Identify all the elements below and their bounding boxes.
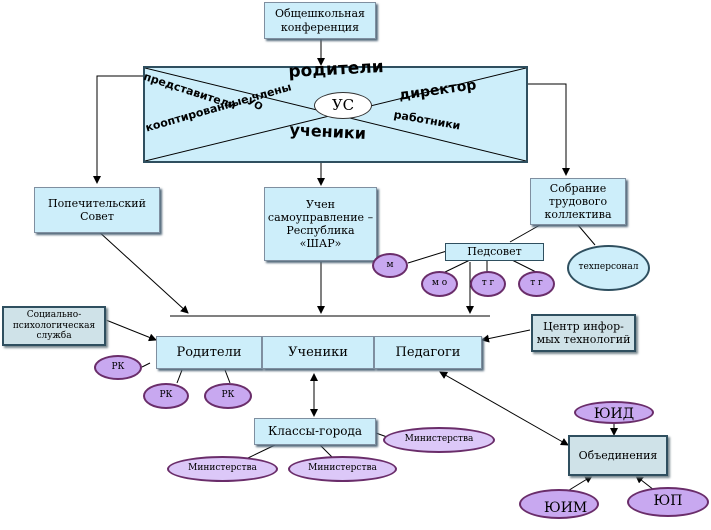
conference-box[interactable]: Общешкольная конференция: [264, 2, 376, 39]
ministry-ellipse-1[interactable]: Министерства: [383, 427, 495, 453]
pedsovet-ellipse-4[interactable]: т г: [518, 271, 555, 297]
rk-label: РК: [111, 361, 125, 372]
rk-label: РК: [221, 390, 235, 401]
row-teachers-label: Педагоги: [395, 344, 461, 360]
ministry-label: Министерства: [308, 463, 377, 474]
class-cities-box[interactable]: Классы-города: [254, 418, 376, 445]
student-gov-box[interactable]: Учен самоуправление – Республика «ШАР»: [264, 187, 377, 261]
ministry-ellipse-2[interactable]: Министерства: [167, 456, 278, 482]
class-cities-label: Классы-города: [267, 424, 363, 439]
associations-label: Объединения: [578, 448, 658, 462]
ministry-label: Министерства: [188, 463, 257, 474]
pedsovet-ellipse-label: т г: [481, 278, 495, 289]
council-center-label: УС: [331, 96, 355, 115]
labor-meeting-label: Собрание трудового коллектива: [544, 181, 612, 222]
pedsovet-label: Педсовет: [467, 245, 522, 259]
labor-meeting-box[interactable]: Собрание трудового коллектива: [530, 178, 626, 225]
ministry-label: Министерства: [404, 434, 474, 445]
rk-ellipse-2[interactable]: РК: [143, 383, 189, 409]
pedsovet-ellipse-2[interactable]: м о: [421, 271, 458, 297]
uid-label: ЮИД: [593, 406, 635, 422]
pedsovet-ellipse-label: м о: [431, 278, 448, 289]
pedsovet-ellipse-1[interactable]: м: [372, 253, 408, 278]
it-center-box[interactable]: Центр инфор-мых технологий: [531, 314, 636, 352]
up-ellipse[interactable]: ЮП: [627, 487, 709, 517]
ministry-ellipse-3[interactable]: Министерства: [288, 456, 397, 482]
social-service-box[interactable]: Социально-психологическая служба: [2, 306, 106, 346]
up-label: ЮП: [653, 493, 683, 510]
associations-box[interactable]: Объединения: [568, 435, 668, 476]
uim-ellipse[interactable]: ЮИМ: [519, 489, 599, 519]
row-students-label: Ученики: [288, 344, 348, 360]
board-box[interactable]: Попечительский Совет: [34, 187, 160, 233]
pedsovet-box[interactable]: Педсовет: [445, 243, 544, 261]
rk-ellipse-3[interactable]: РК: [204, 383, 252, 409]
pedsovet-ellipse-3[interactable]: т г: [470, 271, 506, 297]
rk-label: РК: [159, 390, 173, 401]
conference-label: Общешкольная конференция: [275, 7, 365, 34]
pedsovet-ellipse-label: м: [386, 259, 394, 270]
it-center-label: Центр инфор-мых технологий: [536, 319, 631, 346]
student-gov-label: Учен самоуправление – Республика «ШАР»: [267, 197, 374, 251]
row-teachers-box[interactable]: Педагоги: [374, 336, 482, 369]
tech-staff-ellipse[interactable]: техперсонал: [567, 245, 650, 291]
row-students-box[interactable]: Ученики: [262, 336, 374, 369]
rk-ellipse-1[interactable]: РК: [94, 355, 142, 380]
pedsovet-ellipse-label: т г: [530, 278, 543, 289]
uid-ellipse[interactable]: ЮИД: [574, 401, 654, 424]
board-label: Попечительский Совет: [48, 196, 146, 223]
council-students-text: ученики: [289, 120, 367, 143]
social-service-label: Социально-психологическая служба: [12, 309, 96, 342]
council-center-ellipse[interactable]: УС: [314, 92, 372, 119]
row-parents-box[interactable]: Родители: [156, 336, 262, 369]
uim-label: ЮИМ: [544, 500, 588, 517]
row-parents-label: Родители: [176, 344, 242, 360]
tech-staff-label: техперсонал: [578, 262, 639, 273]
